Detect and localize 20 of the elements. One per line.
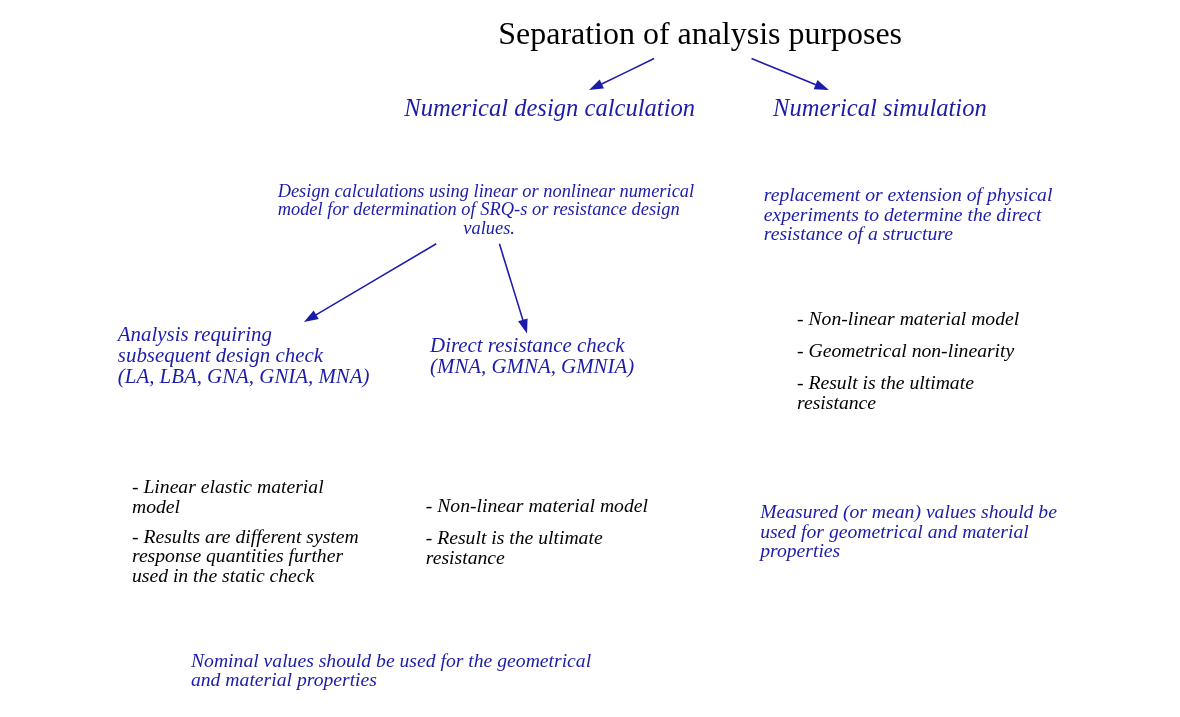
label: - Results are different system response quantities further used in the static check <box>131 524 359 586</box>
label: - Linear elastic material model <box>131 475 324 518</box>
node-text: Analysis requiring subsequent design check (LA, LBA, GNA, GNIA, MNA) <box>117 322 369 389</box>
label: Nominal values should be used for the geometrical and material properties <box>190 648 591 691</box>
node-text: Design calculations using linear or nonlinear numerical model for determination of SRQ-s or resistance design values. <box>277 180 694 238</box>
label: - Result is the ultimate resistance <box>796 370 974 413</box>
label: replacement or extension of physical experiments to determine the direct resistance of a structure <box>763 182 1052 245</box>
arrow <box>498 243 528 334</box>
arrow <box>750 57 829 91</box>
arrow <box>303 243 437 322</box>
node-text: Numerical simulation <box>772 94 987 122</box>
label: - Non-linear material model <box>796 307 1019 330</box>
label: Measured (or mean) values should be used for geometrical and material properties <box>759 500 1057 562</box>
node-text: Numerical design calculation <box>403 94 695 122</box>
label: - Non-linear material model <box>425 493 648 516</box>
label: - Result is the ultimate resistance <box>425 525 603 568</box>
arrow <box>588 57 655 91</box>
label: - Geometrical non-linearity <box>796 339 1014 362</box>
node-text: Direct resistance check (MNA, GMNA, GMNIA) <box>429 332 634 378</box>
node-text: Separation of analysis purposes <box>497 15 902 51</box>
